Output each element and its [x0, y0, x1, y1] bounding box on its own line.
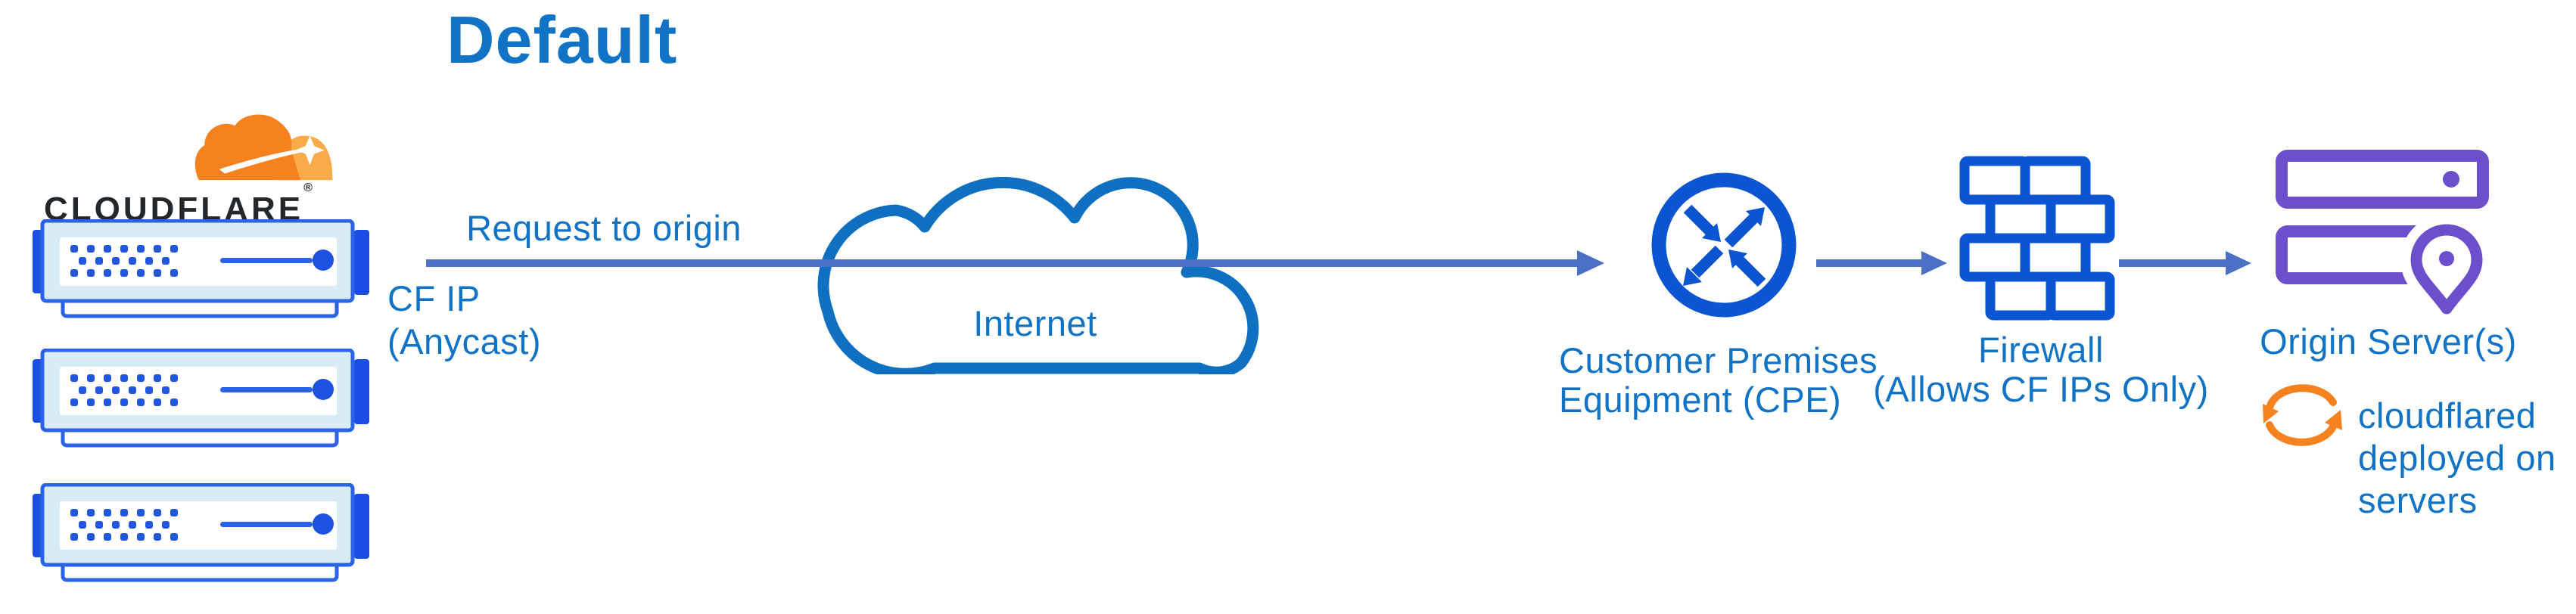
diagram-title: Default	[446, 2, 678, 77]
cf-ip-anycast-label: CF IP (Anycast)	[387, 277, 541, 363]
cpe-label-line1: Customer Premises	[1559, 340, 1878, 380]
internet-label: Internet	[973, 303, 1097, 343]
cpe-label: Customer Premises Equipment (CPE)	[1559, 341, 1878, 420]
cloudflare-logo-icon	[194, 114, 333, 181]
cpe-label-line2: Equipment (CPE)	[1559, 380, 1842, 420]
firewall-icon	[1959, 156, 2115, 321]
cloudflared-note-line1: cloudflared	[2358, 395, 2537, 436]
cpe-to-firewall-arrow	[1816, 251, 1947, 275]
request-to-origin-label: Request to origin	[466, 208, 742, 248]
cloudflare-edge-server-icon-1	[33, 219, 369, 321]
firewall-label-line2: (Allows CF IPs Only)	[1873, 369, 2209, 409]
cloudflared-note-line3: servers	[2358, 480, 2478, 520]
cf-ip-line2: (Anycast)	[387, 321, 541, 361]
cpe-router-icon	[1651, 172, 1797, 318]
firewall-label: Firewall (Allows CF IPs Only)	[1873, 330, 2209, 409]
cloudflared-note: cloudflared deployed on servers	[2358, 395, 2556, 522]
cloudflared-note-line2: deployed on	[2358, 438, 2556, 478]
cloudflared-sync-icon	[2263, 384, 2342, 446]
cloudflare-edge-server-icon-3	[33, 483, 369, 585]
origin-server-icon	[2276, 150, 2493, 318]
origin-server-label: Origin Server(s)	[2260, 321, 2517, 361]
firewall-to-origin-arrow	[2119, 251, 2251, 275]
internet-cloud-icon	[817, 176, 1259, 374]
cf-ip-line1: CF IP	[387, 278, 481, 318]
cloudflare-edge-server-icon-2	[33, 349, 369, 451]
firewall-label-line1: Firewall	[1978, 330, 2104, 370]
registered-mark: ®	[303, 181, 313, 194]
